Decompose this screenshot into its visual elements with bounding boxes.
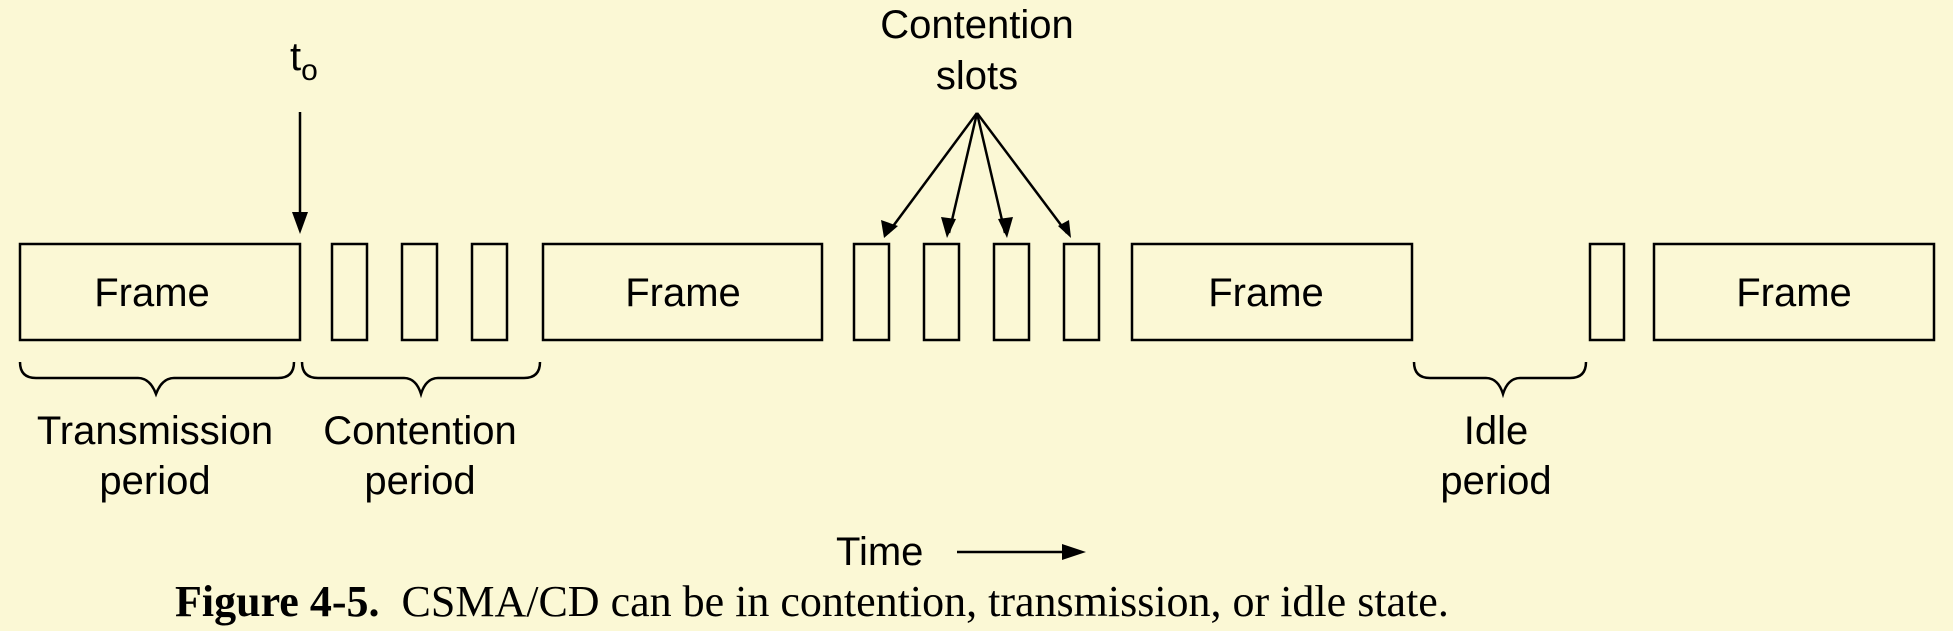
- contention-slot: [992, 242, 1031, 342]
- time-arrowhead: [1062, 544, 1086, 560]
- slot-arrow-3: [975, 112, 1007, 234]
- slot-arrow-4: [976, 112, 1068, 234]
- contention-slots-label-line2: slots: [936, 54, 1018, 98]
- transmission-period-label-line2: period: [99, 459, 210, 503]
- contention-slot: [470, 242, 509, 342]
- contention-slot: [330, 242, 369, 342]
- contention-slot: [922, 242, 961, 342]
- transmission-period-label-line1: Transmission: [37, 409, 273, 453]
- contention-slot: [1062, 242, 1101, 342]
- contention-slot: [1588, 242, 1626, 342]
- idle-period-label-line1: Idle: [1464, 409, 1529, 453]
- frame-box-3: [1130, 242, 1414, 342]
- t0-label: to: [290, 35, 318, 87]
- contention-period-brace: [300, 361, 542, 399]
- contention-period-label-line1: Contention: [323, 409, 516, 453]
- idle-period-brace: [1412, 361, 1588, 399]
- frame-box-4: [1652, 242, 1936, 342]
- contention-slot: [400, 242, 439, 342]
- contention-slots-label-line1: Contention: [880, 3, 1073, 47]
- figure-caption: Figure 4-5. CSMA/CD can be in contention,…: [175, 577, 1449, 626]
- figure-number: Figure 4-5.: [175, 577, 380, 626]
- contention-slot-arrows: [881, 112, 1071, 238]
- t0-arrowhead: [292, 212, 308, 234]
- slot-arrow-2: [947, 112, 979, 234]
- figure-caption-text: CSMA/CD can be in contention, transmissi…: [402, 577, 1449, 626]
- frame-box-1: [18, 242, 302, 342]
- frame-label-4: Frame: [1736, 271, 1852, 315]
- frame-label-1: Frame: [94, 271, 210, 315]
- frame-label-2: Frame: [625, 271, 741, 315]
- contention-period-label-line2: period: [364, 459, 475, 503]
- transmission-period-brace: [18, 361, 296, 398]
- frame-box-2: [541, 242, 824, 342]
- slot-arrow-1: [886, 112, 979, 234]
- idle-period-label-line2: period: [1440, 459, 1551, 503]
- frame-label-3: Frame: [1208, 271, 1324, 315]
- contention-slot: [852, 242, 891, 342]
- time-label: Time: [836, 530, 923, 574]
